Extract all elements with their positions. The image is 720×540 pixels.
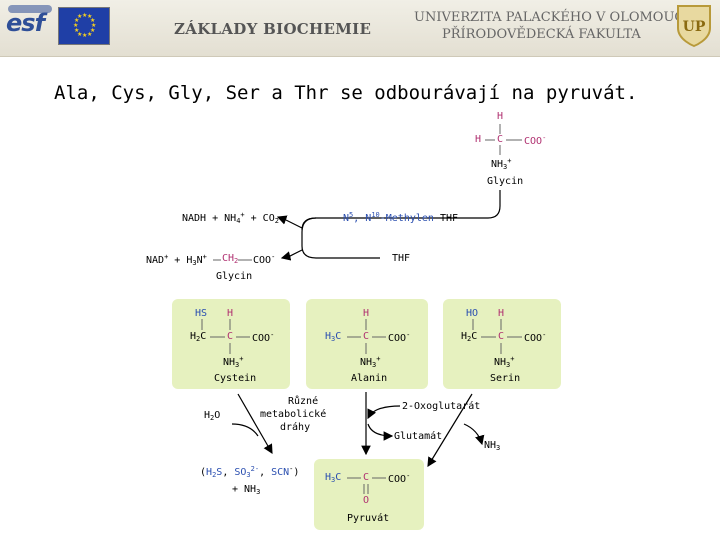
various-pathways-line1: Různé: [288, 396, 319, 407]
pyruvat-name: Pyruvát: [347, 513, 390, 524]
svg-text:★: ★: [77, 13, 82, 20]
glycine-top-h-top: H: [497, 111, 504, 122]
glycine-ch2: CH2: [222, 253, 239, 265]
nad-glycine-reactant: NAD+ + H3N+: [146, 253, 207, 267]
glycine-top-nh3: NH3+: [491, 157, 512, 171]
esf-logo: esf: [6, 9, 45, 37]
svg-text:★: ★: [87, 31, 92, 38]
svg-text:★: ★: [90, 17, 95, 24]
university-line2: PŘÍRODOVĚDECKÁ FAKULTA: [442, 27, 641, 42]
serin-h: H: [498, 308, 505, 319]
svg-text:★: ★: [90, 27, 95, 34]
pyruvat-c: C: [363, 472, 370, 483]
nadh-nh4-co2: NADH + NH4+ + CO2: [182, 211, 279, 225]
header-banner: esf ★★★ ★★★ ★★★ ★★★ ZÁKLADY BIOCHEMIE UN…: [0, 0, 720, 57]
glycine-top-coo: COO-: [524, 134, 547, 147]
svg-text:★: ★: [73, 22, 78, 29]
cystein-name: Cystein: [214, 373, 257, 384]
cystein-box: [172, 299, 290, 389]
alanin-h3c: H3C: [325, 331, 342, 343]
university-name: UNIVERZITA PALACKÉHO V OLOMOUCI PŘÍRODOV…: [414, 9, 690, 43]
serin-box: [443, 299, 561, 389]
glycine-top-h-left: H: [475, 134, 482, 145]
thf-label: THF: [392, 253, 411, 264]
cystein-h: H: [227, 308, 234, 319]
cystein-coo: COO-: [252, 331, 275, 344]
alanin-h: H: [363, 308, 370, 319]
svg-text:★: ★: [87, 13, 92, 20]
svg-text:★: ★: [77, 31, 82, 38]
cystein-hs: HS: [195, 308, 208, 319]
glycine-top-name: Glycin: [487, 176, 524, 187]
cystein-nh3: NH3+: [223, 355, 244, 369]
alanin-box: [306, 299, 428, 389]
sulfur-products: (H2S, SO32-, SCN-): [200, 465, 300, 479]
svg-text:★: ★: [82, 12, 87, 19]
glutamate-label: Glutamát: [394, 431, 443, 442]
water-label: H2O: [204, 410, 221, 422]
pyruvat-o: O: [363, 495, 370, 506]
various-pathways-line3: dráhy: [280, 422, 311, 433]
various-pathways-line2: metabolické: [260, 409, 327, 420]
plus-ammonia: + NH3: [232, 484, 261, 496]
cystein-c: C: [227, 331, 234, 342]
esf-logo-swoosh: [8, 5, 52, 13]
serin-nh3: NH3+: [494, 355, 515, 369]
ammonia-label: NH3: [484, 440, 501, 452]
methylene-thf: N5, N10-Methylen-THF: [343, 211, 459, 224]
pyruvat-box: [314, 459, 424, 530]
serin-coo: COO-: [524, 331, 547, 344]
serin-ho: HO: [466, 308, 479, 319]
serin-h2c: H2C: [461, 331, 478, 343]
cystein-h2c: H2C: [190, 331, 207, 343]
slide-title: Ala, Cys, Gly, Ser a Thr se odbourávají …: [54, 82, 638, 104]
alanin-c: C: [363, 331, 370, 342]
glycine-coo: COO-: [253, 253, 276, 266]
alanin-coo: COO-: [388, 331, 411, 344]
oxoglutarate-label: 2-Oxoglutarát: [402, 401, 481, 412]
serin-name: Serin: [490, 373, 521, 384]
svg-text:★: ★: [91, 22, 96, 29]
svg-text:★: ★: [74, 17, 79, 24]
glycine-reactant-name: Glycin: [216, 271, 253, 282]
svg-text:★: ★: [82, 32, 87, 39]
course-title: ZÁKLADY BIOCHEMIE: [174, 20, 372, 38]
university-line1: UNIVERZITA PALACKÉHO V OLOMOUCI: [414, 10, 690, 25]
serin-c: C: [498, 331, 505, 342]
pyruvat-h3c: H3C: [325, 472, 342, 484]
alanin-name: Alanin: [351, 373, 388, 384]
emblem-text: UP: [683, 19, 706, 35]
university-emblem-icon: UP: [677, 5, 711, 48]
pyruvat-coo: COO-: [388, 472, 411, 485]
svg-text:★: ★: [74, 27, 79, 34]
glycine-top-c: C: [497, 134, 504, 145]
eu-flag-icon: ★★★ ★★★ ★★★ ★★★: [58, 7, 110, 45]
alanin-nh3: NH3+: [360, 355, 381, 369]
